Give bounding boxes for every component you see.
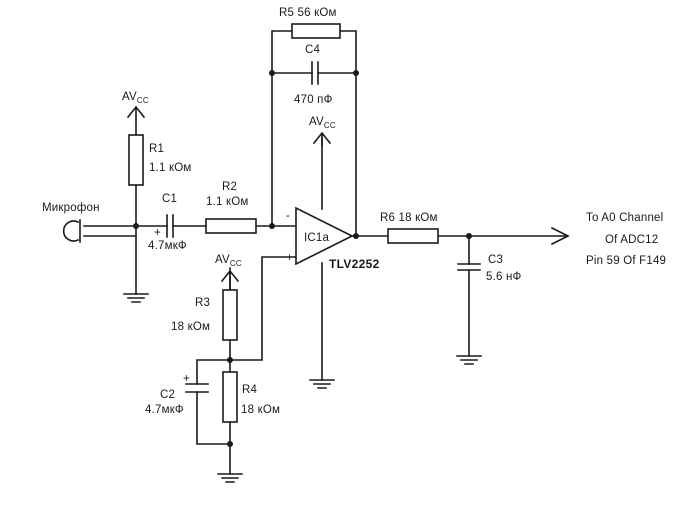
c1-polarity: + [154,227,161,239]
r3-label: R3 [195,297,210,309]
c4-capacitor [311,61,319,85]
r3-value: 18 кОм [171,321,210,333]
r3-supply-arrow [220,269,240,291]
c2-polarity: + [183,373,190,385]
c2-wire [196,359,231,445]
junction-dot [269,70,275,76]
c3-value: 5.6 нФ [486,271,522,283]
r5-label: R5 56 кОм [279,7,337,19]
opamp-triangle [295,206,354,266]
ground-r4 [217,473,243,483]
ground-c3 [456,355,482,365]
junction-dots [133,70,472,447]
microphone-label: Микрофон [42,202,100,214]
c3-capacitor [457,263,481,271]
junction-dot [227,441,233,447]
r1-label: R1 [149,143,164,155]
r3-resistor [222,289,238,341]
c4-value: 470 пФ [294,94,333,106]
junction-dot [133,223,139,229]
c1-label: C1 [162,193,177,205]
c1-value: 4.7мкФ [148,240,187,252]
output-line-2: Of ADC12 [605,234,658,246]
labels: R5 56 кОм C4 470 пФ AVCC R1 1.1 кОм C1 +… [42,7,666,416]
r1-supply-label: AVCC [122,91,149,105]
ground-r1 [123,293,149,303]
junction-dot [466,233,472,239]
c4-label: C4 [305,44,321,56]
junction-dot [227,357,233,363]
ground-opamp [309,379,335,389]
c2-capacitor [185,383,209,393]
r2-label: R2 [222,181,237,193]
c1-capacitor [166,214,174,238]
r6-label: R6 18 кОм [380,212,438,224]
opamp-part-number: TLV2252 [329,257,380,271]
bias-wire [229,256,297,361]
opamp-supply-arrow [312,131,332,147]
r2-value: 1.1 кОм [206,196,248,208]
output-arrow [550,226,570,246]
r3-supply-label: AVCC [215,254,242,268]
junction-dot [269,223,275,229]
microphone-icon [62,220,80,242]
opamp-non-inverting-pin: + [286,252,293,264]
feedback-loop-wire [271,30,357,237]
ground-symbols [123,293,482,483]
output-line-3: Pin 59 Of F149 [586,255,666,267]
junction-dot [353,70,359,76]
supply-arrows [126,105,332,291]
r1-value: 1.1 кОм [149,162,191,174]
r6-resistor [387,228,439,244]
r2-resistor [205,218,257,234]
c2-label: C2 [160,389,175,401]
components [62,23,481,423]
r1-supply-arrow [126,105,146,136]
r1-resistor [128,134,144,186]
junction-dot [353,233,359,239]
c2-value: 4.7мкФ [145,404,184,416]
r4-resistor [222,371,238,423]
output-line-1: To A0 Channel [586,212,663,224]
opamp-supply-label: AVCC [309,116,336,130]
r4-label: R4 [242,384,258,396]
r4-value: 18 кОм [241,404,280,416]
opamp-label: IC1a [304,232,329,244]
r5-resistor [291,23,341,39]
opamp-inverting-pin: - [286,210,290,222]
c3-label: C3 [488,254,503,266]
